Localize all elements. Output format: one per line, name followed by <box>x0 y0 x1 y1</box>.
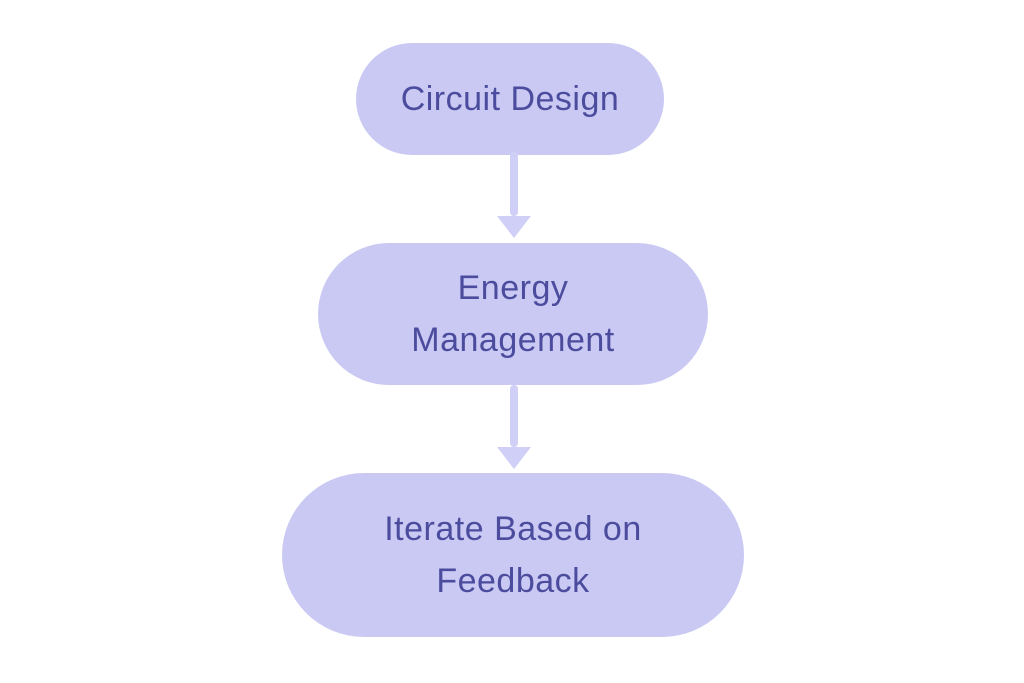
node-label-line: Iterate Based on <box>384 510 642 548</box>
node-label-line: Management <box>411 321 615 359</box>
arrowhead-icon <box>497 447 531 469</box>
node-label-line: Feedback <box>436 562 590 600</box>
flow-node-energy-management: Energy Management <box>318 243 708 385</box>
down-arrow-2 <box>497 385 531 469</box>
arrow-shaft <box>510 385 518 447</box>
down-arrow-1 <box>497 152 531 238</box>
flow-node-circuit-design: Circuit Design <box>356 43 664 155</box>
node-label-line: Energy <box>457 269 569 307</box>
arrow-shaft <box>510 152 518 216</box>
arrowhead-icon <box>497 216 531 238</box>
flow-node-iterate-based-on-feedback: Iterate Based on Feedback <box>282 473 744 637</box>
node-label-line: Circuit Design <box>400 80 620 118</box>
